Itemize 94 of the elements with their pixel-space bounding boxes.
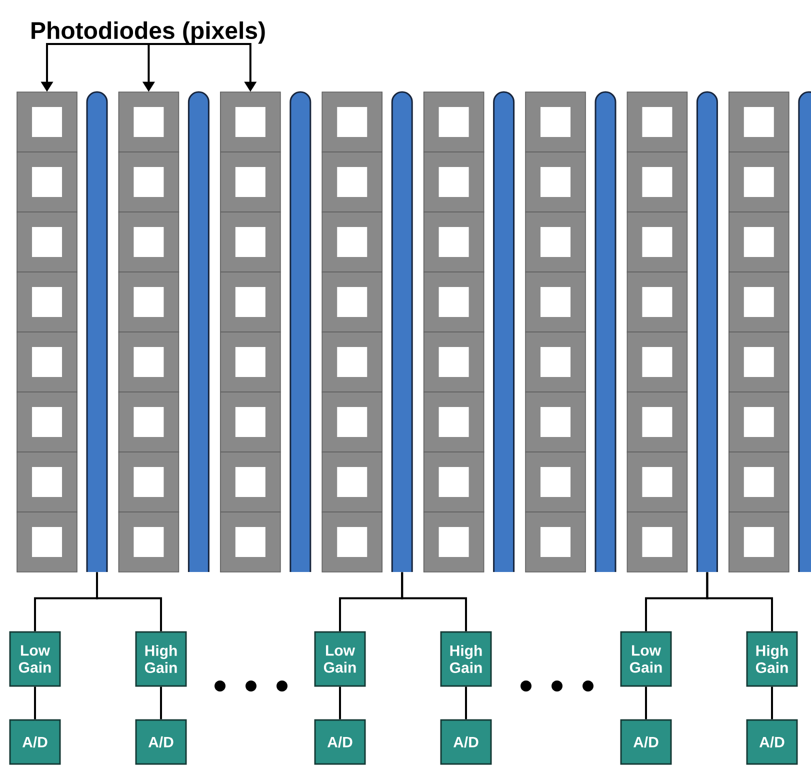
pixel xyxy=(118,272,180,332)
pixel xyxy=(16,332,78,392)
pixel xyxy=(322,452,382,512)
readout-line xyxy=(290,91,312,573)
pixel xyxy=(220,272,281,332)
pixel xyxy=(220,392,281,452)
pixel xyxy=(728,152,790,212)
amplifier-box: High Gain xyxy=(135,631,187,687)
converter-box: A/D xyxy=(314,719,366,765)
pixel xyxy=(16,392,78,452)
pixel xyxy=(322,152,382,212)
pixel xyxy=(728,392,790,452)
pixel xyxy=(525,512,586,572)
connector xyxy=(706,572,773,632)
connector xyxy=(339,686,341,720)
converter-box: A/D xyxy=(9,719,61,765)
connector xyxy=(771,686,773,720)
pixel xyxy=(322,272,382,332)
pixel xyxy=(626,452,688,512)
pixel xyxy=(118,332,180,392)
connector xyxy=(645,686,647,720)
pixel xyxy=(322,332,382,392)
readout-line xyxy=(696,91,718,573)
readout-line xyxy=(594,91,616,573)
connector xyxy=(401,572,467,632)
pixel xyxy=(220,512,281,572)
pixel xyxy=(525,212,586,272)
pixel xyxy=(525,152,586,212)
amplifier-box: Low Gain xyxy=(9,631,61,687)
label: Photodiodes (pixels) xyxy=(32,21,265,44)
pixel xyxy=(16,152,78,212)
pixel xyxy=(16,272,78,332)
converter-box: A/D xyxy=(620,719,672,765)
pixel xyxy=(525,332,586,392)
pixel xyxy=(728,212,790,272)
pixel xyxy=(728,272,790,332)
pixel xyxy=(220,152,281,212)
pixel xyxy=(525,452,586,512)
readout-line xyxy=(188,91,210,573)
pixel xyxy=(220,452,281,512)
pixel xyxy=(423,92,484,152)
pixel xyxy=(423,512,484,572)
pixel xyxy=(626,272,688,332)
pixel xyxy=(118,452,180,512)
pixel xyxy=(626,332,688,392)
pixel xyxy=(16,512,78,572)
pixel xyxy=(423,272,484,332)
connector xyxy=(160,686,162,720)
pixel xyxy=(322,512,382,572)
connector xyxy=(34,686,36,720)
pixel xyxy=(118,152,180,212)
pixel xyxy=(16,92,78,152)
connector xyxy=(96,572,162,632)
readout-line xyxy=(391,91,413,573)
pixel xyxy=(626,512,688,572)
pixel xyxy=(423,332,484,392)
pixel xyxy=(220,332,281,392)
pixel xyxy=(626,92,688,152)
pixel xyxy=(322,212,382,272)
pixel xyxy=(626,212,688,272)
pixel xyxy=(16,212,78,272)
pixel xyxy=(728,452,790,512)
pixel xyxy=(728,512,790,572)
connector xyxy=(465,686,467,720)
pixel xyxy=(525,272,586,332)
amplifier-box: Low Gain xyxy=(620,631,672,687)
pixel xyxy=(322,92,382,152)
readout-line xyxy=(86,91,108,573)
pixel xyxy=(220,212,281,272)
pixel xyxy=(525,392,586,452)
pixel xyxy=(118,512,180,572)
pixel xyxy=(626,392,688,452)
amplifier-box: High Gain xyxy=(440,631,492,687)
pixel xyxy=(525,92,586,152)
pixel xyxy=(423,152,484,212)
converter-box: A/D xyxy=(746,719,798,765)
pixel xyxy=(16,452,78,512)
pixel xyxy=(728,92,790,152)
pixel xyxy=(118,92,180,152)
pixel xyxy=(220,92,281,152)
pixel xyxy=(118,392,180,452)
pixel xyxy=(423,452,484,512)
converter-box: A/D xyxy=(135,719,187,765)
readout-line xyxy=(493,91,515,573)
pixel xyxy=(322,392,382,452)
pixel xyxy=(423,212,484,272)
pixel xyxy=(118,212,180,272)
pixel xyxy=(626,152,688,212)
pixel xyxy=(728,332,790,392)
amplifier-box: High Gain xyxy=(746,631,798,687)
amplifier-box: Low Gain xyxy=(314,631,366,687)
readout-line xyxy=(798,91,811,572)
converter-box: A/D xyxy=(440,719,492,765)
pixel xyxy=(423,392,484,452)
